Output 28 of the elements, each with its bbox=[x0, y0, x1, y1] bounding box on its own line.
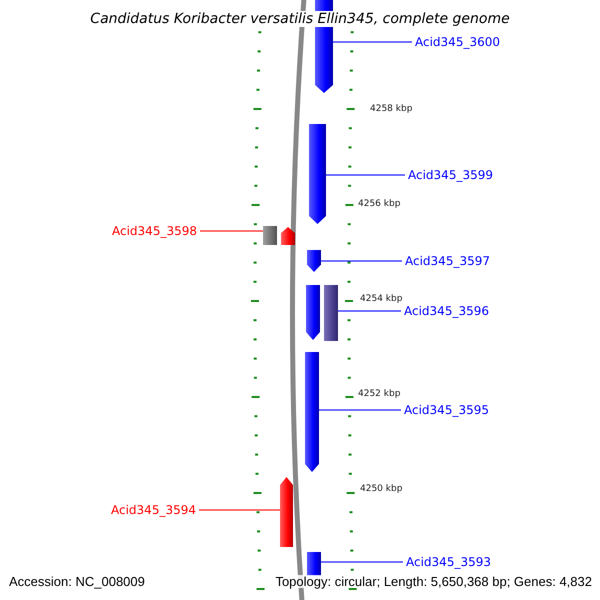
gene-label: Acid345_3597 bbox=[405, 255, 490, 267]
gene-feature bbox=[305, 352, 319, 472]
gene-feature bbox=[307, 552, 321, 576]
gene-feature bbox=[280, 477, 293, 547]
leader-line bbox=[338, 310, 402, 312]
gene-label: Acid345_3594 bbox=[111, 504, 196, 516]
leader-line bbox=[326, 174, 406, 176]
scale-label: 4258 kbp bbox=[370, 105, 412, 114]
gene-feature bbox=[324, 285, 338, 341]
gene-feature bbox=[281, 227, 295, 245]
accession-note: Accession: NC_008009 bbox=[9, 575, 145, 588]
scale-label: 4250 kbp bbox=[360, 485, 402, 494]
gene-label: Acid345_3599 bbox=[408, 169, 493, 181]
gene-feature bbox=[306, 285, 320, 340]
gene-feature bbox=[309, 124, 326, 224]
scale-label: 4256 kbp bbox=[358, 200, 400, 209]
leader-line bbox=[320, 260, 402, 262]
genome-summary-note: Topology: circular; Length: 5,650,368 bp; Genes: 4,832 bbox=[275, 575, 592, 588]
gene-feature bbox=[307, 250, 321, 272]
scale-label: 4252 kbp bbox=[358, 390, 400, 399]
scale-label: 4254 kbp bbox=[360, 295, 402, 304]
gene-label: Acid345_3596 bbox=[404, 305, 489, 317]
gene-feature bbox=[263, 226, 277, 245]
gene-label: Acid345_3600 bbox=[415, 36, 500, 48]
gene-label: Acid345_3593 bbox=[406, 556, 491, 568]
leader-line bbox=[200, 230, 264, 232]
gene-label: Acid345_3598 bbox=[112, 225, 197, 237]
gene-label: Acid345_3595 bbox=[404, 404, 489, 416]
